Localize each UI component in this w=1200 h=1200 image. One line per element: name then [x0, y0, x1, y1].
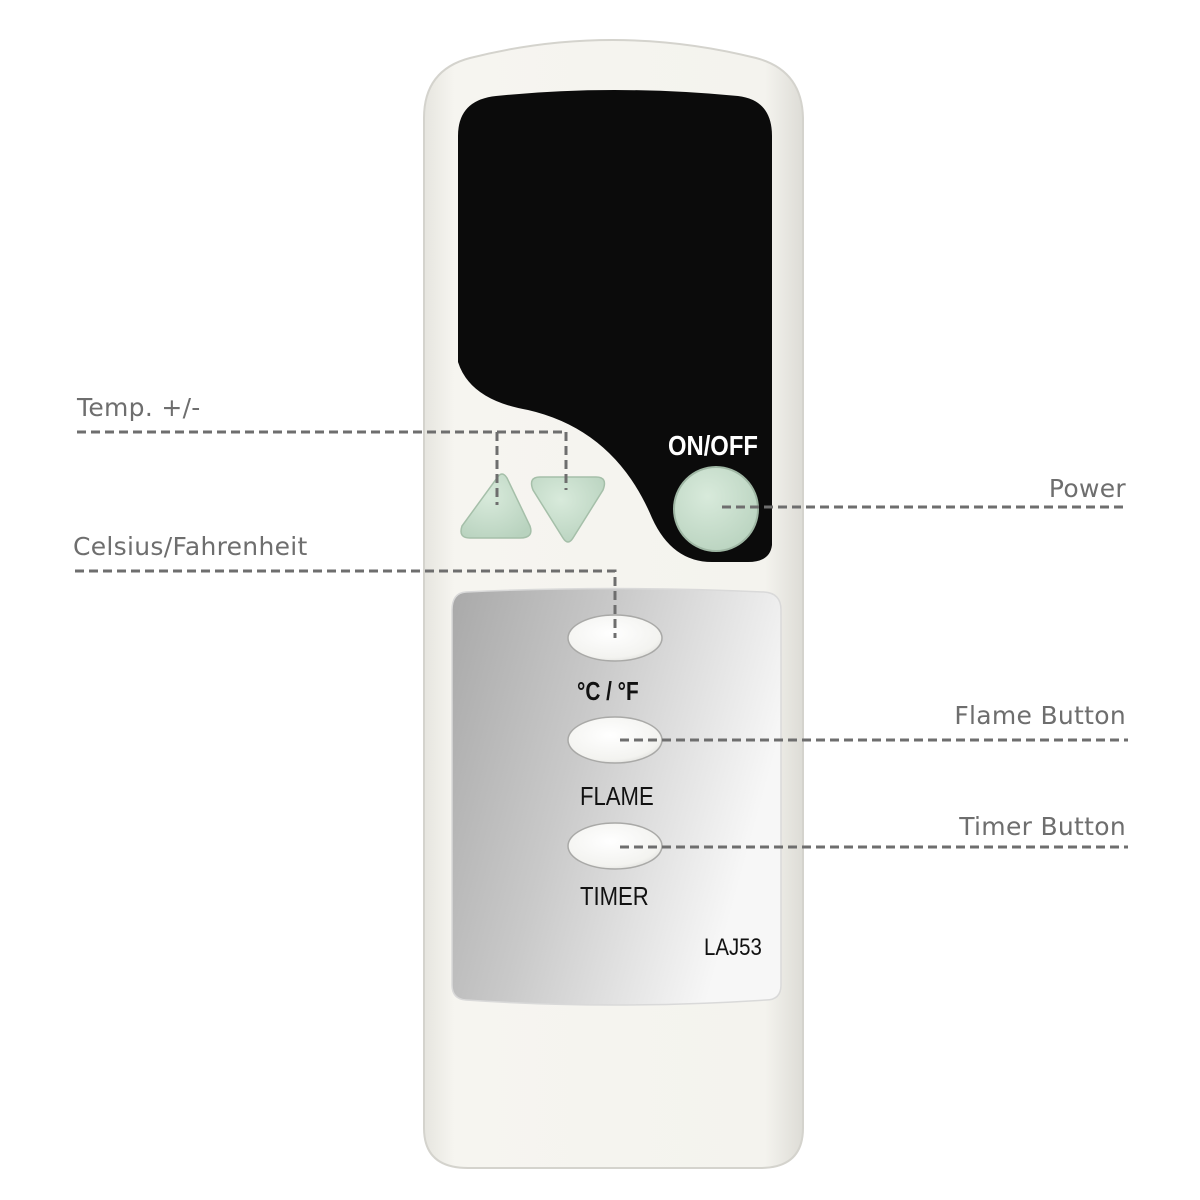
power-button[interactable]: [673, 466, 759, 552]
power-callout: Power: [1048, 474, 1126, 503]
celsius-fahrenheit-label: °C / °F: [577, 676, 639, 706]
model-label: LAJ53: [704, 934, 762, 961]
flame-label: FLAME: [580, 781, 654, 811]
leader-lines: [75, 430, 1128, 849]
celsius-leader-line: [75, 569, 617, 638]
flame-button[interactable]: [567, 716, 663, 764]
temp-callout: Temp. +/-: [77, 393, 201, 422]
button-panel: [451, 587, 782, 1006]
display-screen: [458, 90, 772, 562]
timer-label: TIMER: [580, 881, 649, 911]
temp-up-button[interactable]: [460, 473, 532, 539]
timer-callout: Timer Button: [959, 812, 1126, 841]
temp-down-button[interactable]: [530, 476, 606, 543]
flame-callout: Flame Button: [954, 701, 1126, 730]
timer-button[interactable]: [567, 822, 663, 870]
temp-leader-line: [77, 430, 568, 505]
celsius-callout: Celsius/Fahrenheit: [73, 532, 308, 561]
power-label: ON/OFF: [668, 430, 758, 461]
